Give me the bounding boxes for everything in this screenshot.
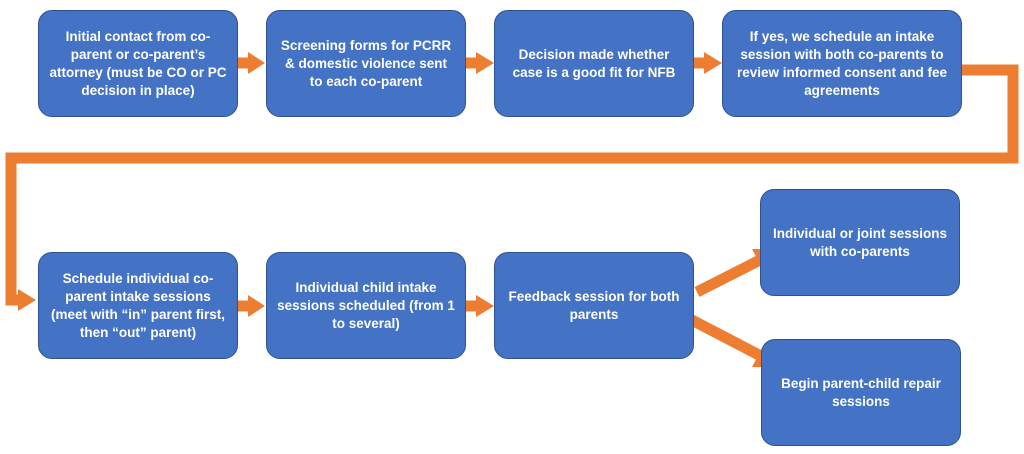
arrowhead-individual (18, 289, 36, 311)
step-repair-sessions: Begin parent-child repair sessions (761, 339, 961, 446)
step-feedback-label: Feedback session for both parents (508, 288, 680, 322)
arrow-feedback-to-joint (694, 255, 763, 297)
step-decision-label: Decision made whether case is a good fit… (512, 46, 676, 80)
step-intake-session-label: If yes, we schedule an intake session wi… (736, 28, 948, 98)
step-decision: Decision made whether case is a good fit… (494, 10, 694, 117)
arrowhead-child (248, 295, 265, 317)
step-repair-sessions-label: Begin parent-child repair sessions (781, 375, 941, 409)
step-joint-sessions-label: Individual or joint sessions with co-par… (772, 225, 948, 259)
arrowhead-feedback (476, 295, 494, 317)
step-screening-forms-label: Screening forms for PCRR & domestic viol… (280, 37, 452, 89)
step-child-intake-label: Individual child intake sessions schedul… (277, 279, 455, 331)
arrowhead-intake (704, 52, 722, 74)
step-child-intake: Individual child intake sessions schedul… (266, 252, 466, 359)
step-joint-sessions: Individual or joint sessions with co-par… (760, 189, 960, 296)
arrowhead-screening (248, 52, 265, 74)
step-feedback: Feedback session for both parents (494, 252, 694, 359)
step-initial-contact: Initial contact from co-parent or co-par… (38, 10, 238, 117)
step-intake-session: If yes, we schedule an intake session wi… (722, 10, 962, 117)
arrow-feedback-to-repair (685, 313, 762, 360)
step-individual-intake-label: Schedule individual co-parent intake ses… (50, 270, 226, 340)
arrowhead-decision (476, 52, 494, 74)
step-screening-forms: Screening forms for PCRR & domestic viol… (266, 10, 466, 117)
step-initial-contact-label: Initial contact from co-parent or co-par… (49, 28, 227, 98)
step-individual-intake: Schedule individual co-parent intake ses… (38, 252, 238, 359)
